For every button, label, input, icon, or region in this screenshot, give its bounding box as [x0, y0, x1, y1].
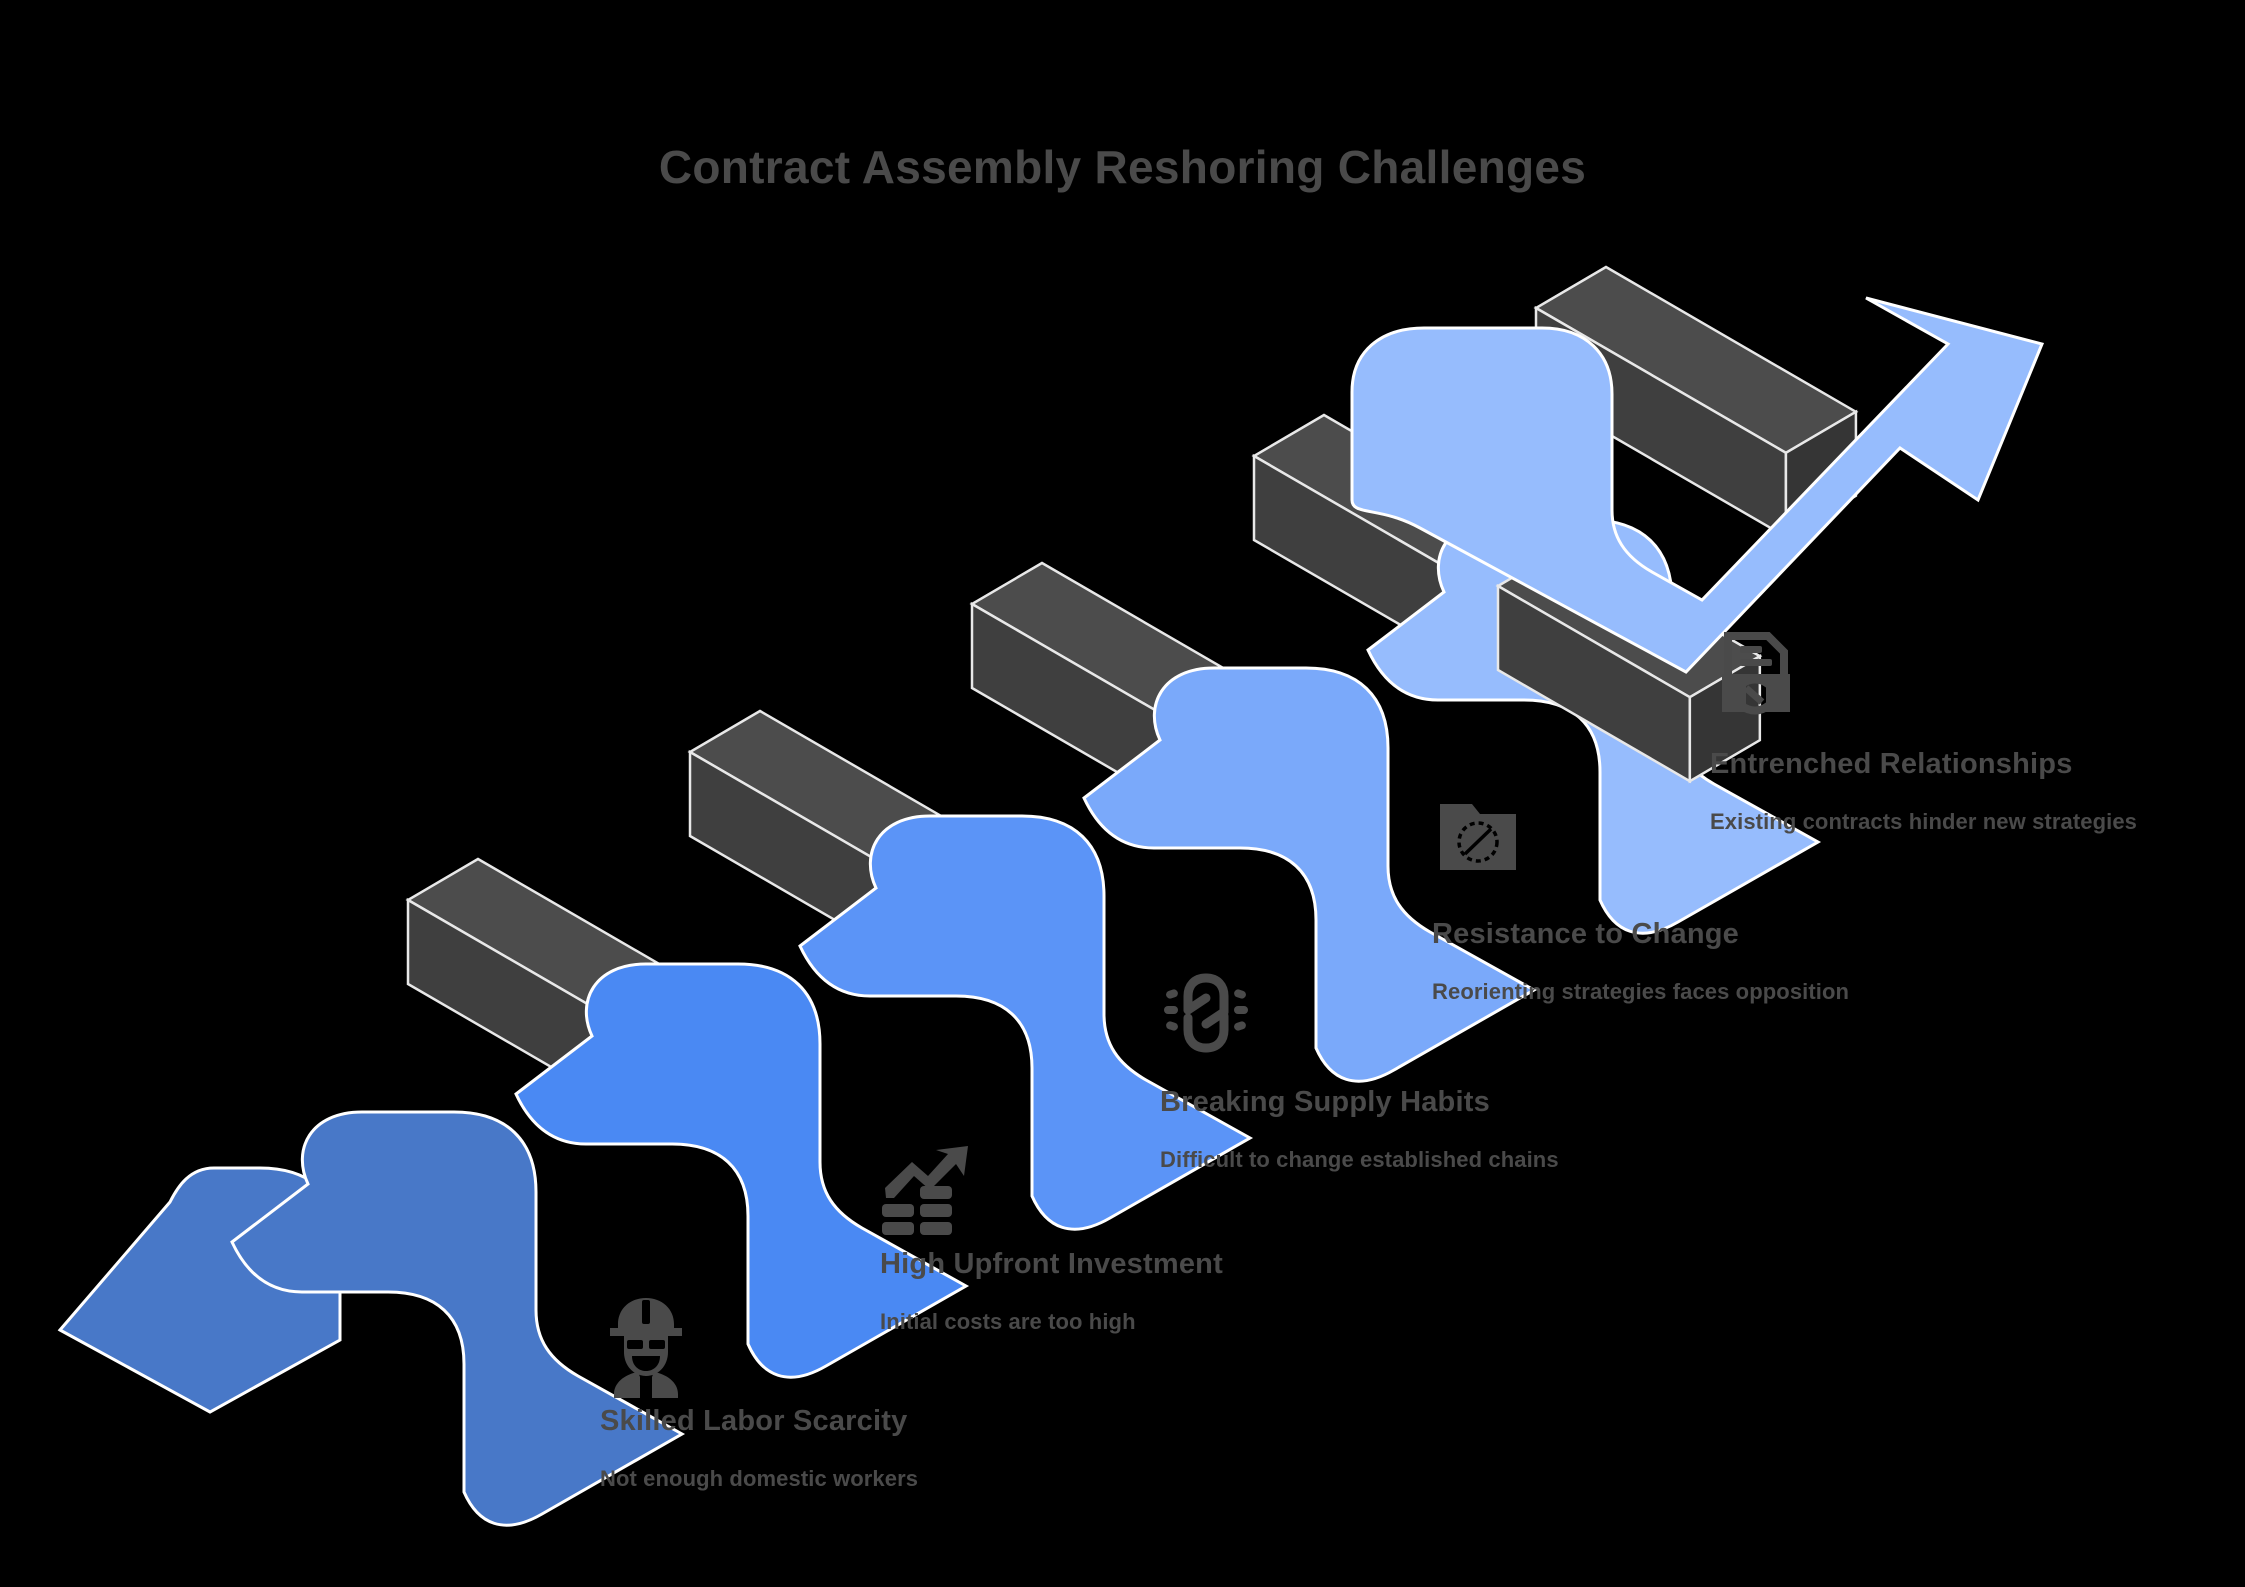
step-1-title: Skilled Labor Scarcity [600, 1405, 908, 1437]
ribbon-lobe-1 [230, 1110, 686, 1527]
step-4-label: Resistance to Change Reorienting strateg… [1432, 918, 1852, 1007]
step-1-label: Skilled Labor Scarcity Not enough domest… [600, 1405, 1120, 1494]
step-2-label: High Upfront Investment Initial costs ar… [880, 1248, 1400, 1337]
ribbon-lobe-2 [514, 962, 970, 1379]
icon-hard-hat-worker [596, 1290, 696, 1405]
upward-arrow [1350, 296, 2045, 674]
icon-blocked-folder [1428, 792, 1528, 897]
ribbon-lobe-3 [798, 814, 1254, 1231]
page-title: Contract Assembly Reshoring Challenges [658, 141, 1587, 193]
icon-growth-chart [876, 1142, 976, 1247]
step-5-title: Entrenched Relationships [1710, 748, 2073, 780]
step-3-description: Difficult to change established chains [1160, 1147, 1559, 1172]
icon-broken-chain [1156, 962, 1256, 1067]
icon-contract-handshake [1706, 626, 1806, 731]
step-1-description: Not enough domestic workers [600, 1466, 919, 1491]
step-5-label: Entrenched Relationships Existing contra… [1710, 748, 2180, 837]
step-4-title: Resistance to Change [1432, 918, 1739, 950]
step-4-description: Reorienting strategies faces opposition [1432, 979, 1850, 1004]
step-2-title: High Upfront Investment [880, 1248, 1223, 1280]
step-5-description: Existing contracts hinder new strategies [1710, 809, 2138, 834]
step-2-description: Initial costs are too high [880, 1309, 1136, 1334]
step-3-label: Breaking Supply Habits Difficult to chan… [1160, 1086, 1580, 1175]
step-3-title: Breaking Supply Habits [1160, 1086, 1490, 1118]
ribbon-lobe-4 [1082, 666, 1538, 1083]
